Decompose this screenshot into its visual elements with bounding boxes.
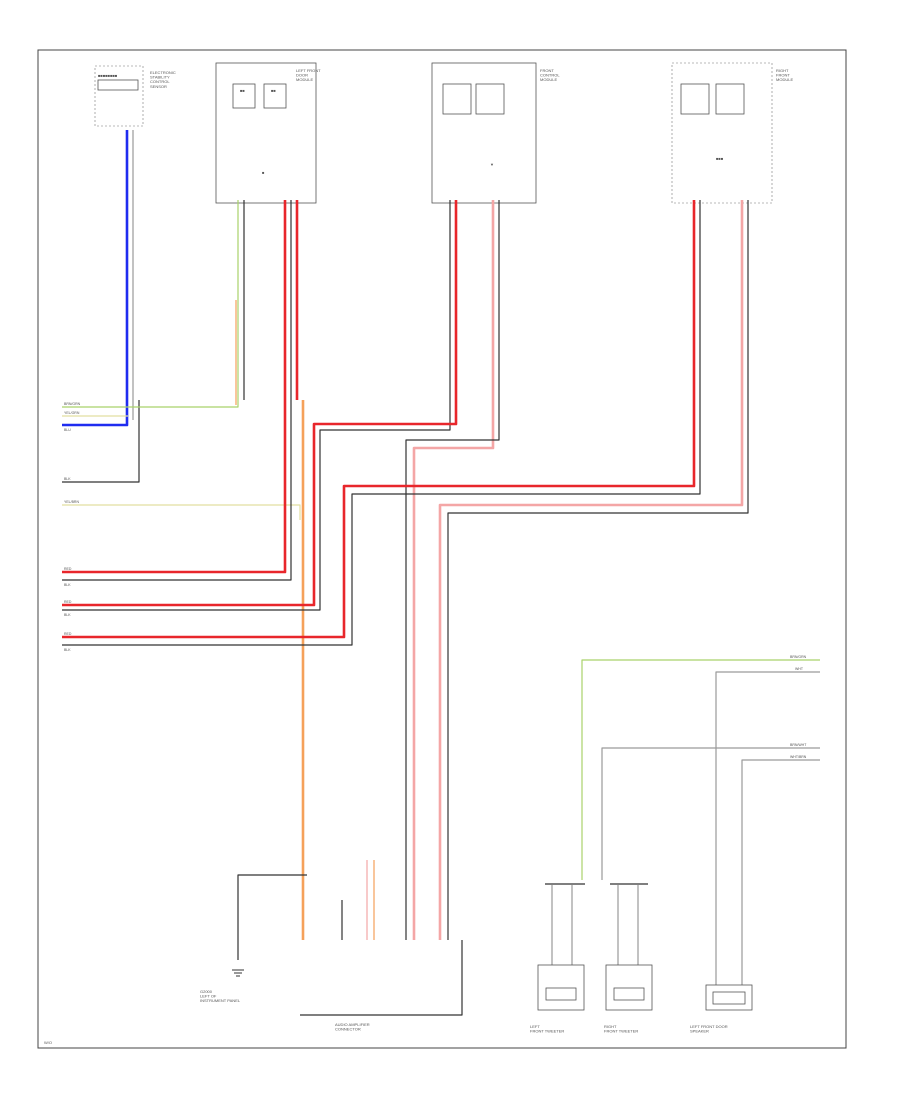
page-label: W/O — [44, 1040, 52, 1045]
right-terminals: BRN/GRN WHT BRN/WHT WHT/BRN — [790, 655, 807, 759]
left-terminal-label: RED — [64, 632, 72, 636]
diagram-frame — [37, 49, 847, 1049]
wire-black-right-1 — [62, 200, 701, 646]
wire-red-right-1 — [62, 200, 696, 639]
wire-black-center-1 — [62, 200, 451, 611]
wire-wht-brn-right — [741, 759, 820, 810]
wire-wht-right — [715, 671, 820, 810]
left-terminal-label: BLK — [64, 477, 71, 481]
left-terminal-label: YEL/BRN — [64, 500, 79, 504]
wire-red-center-1 — [62, 200, 458, 607]
svg-text:▼: ▼ — [490, 162, 494, 167]
left-terminals: BRN/GRN YEL/GRN BLU BLK YEL/BRN RED BLK … — [64, 402, 81, 652]
wire-amp-return — [300, 940, 463, 1016]
left-terminal-label: RED — [64, 567, 72, 571]
left-terminal-label: BLK — [64, 583, 71, 587]
left-terminal-label: BLK — [64, 613, 71, 617]
svg-text:■■: ■■ — [271, 88, 276, 93]
wire-brn-grn-right — [581, 659, 820, 780]
svg-text:■: ■ — [262, 170, 265, 175]
right-terminal-label: BRN/WHT — [790, 743, 807, 747]
wire-ground — [237, 874, 307, 960]
wire-black-right-2 — [447, 200, 749, 940]
right-terminal-label: BRN/GRN — [790, 655, 807, 659]
right-terminal-label: WHT — [795, 667, 804, 671]
wire-yel-brn — [62, 504, 301, 520]
wire-pink-center — [412, 200, 495, 940]
wire-red-1 — [62, 200, 287, 574]
svg-text:■■■: ■■■ — [716, 156, 724, 161]
left-terminal-label: RED — [64, 600, 72, 604]
wire-black-center-2 — [405, 200, 500, 940]
left-terminal-label: YEL/GRN — [64, 411, 80, 415]
ground-symbol — [232, 969, 244, 977]
left-terminal-label: BLU — [64, 428, 71, 432]
right-terminal-label: WHT/BRN — [790, 755, 807, 759]
wire-black-1 — [62, 200, 292, 581]
left-terminal-label: BRN/GRN — [64, 402, 81, 406]
wire-blue — [62, 130, 129, 427]
wire-pink-right — [438, 200, 744, 940]
svg-text:■■■■■■■■: ■■■■■■■■ — [98, 73, 118, 78]
svg-text:■■: ■■ — [240, 88, 245, 93]
wire-brn-wht-right — [601, 747, 820, 780]
wire-brn-grn-left — [62, 200, 239, 408]
wire-black-sensor — [62, 400, 140, 483]
left-terminal-label: BLK — [64, 648, 71, 652]
